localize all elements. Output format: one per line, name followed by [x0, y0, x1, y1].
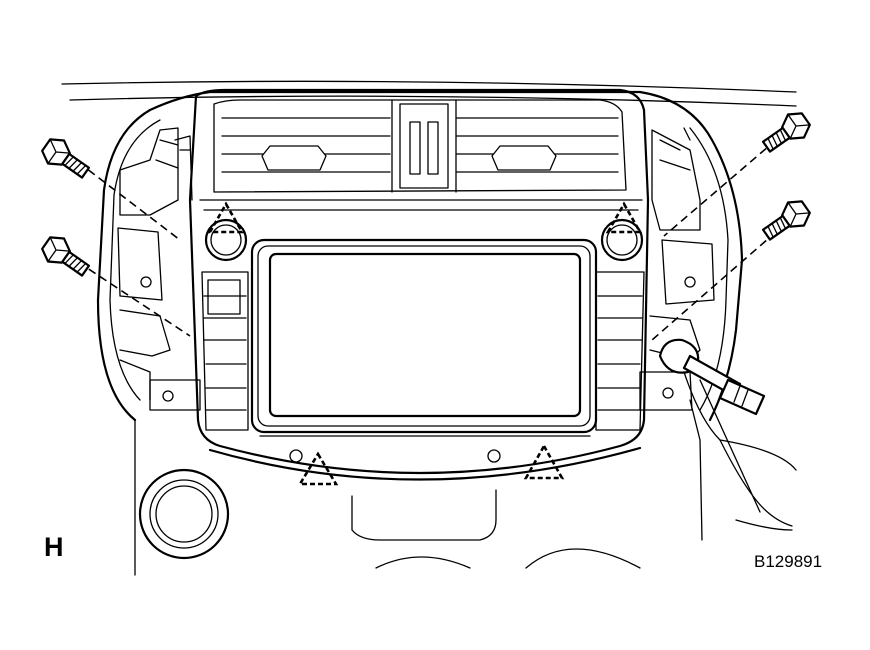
left-bracket	[117, 127, 201, 411]
air-vent-grille	[213, 99, 627, 193]
dashed-triangle-clip-marker-icon	[605, 201, 643, 234]
dashed-triangle-clip-marker-icon	[523, 443, 565, 480]
lower-console	[375, 439, 797, 569]
center-panel	[188, 88, 650, 475]
lower-panel-lip	[208, 446, 642, 541]
dashboard-top-edges	[61, 80, 797, 107]
left-button-stack	[201, 271, 249, 431]
round-vent	[138, 468, 230, 560]
bolt-icon	[761, 200, 811, 241]
bolt-leader-lines	[77, 139, 777, 341]
dashed-triangle-clip-marker-icon	[297, 451, 339, 486]
right-button-stack	[595, 271, 645, 431]
screwdriver-tool-icon	[658, 338, 793, 527]
bolt-icon	[41, 138, 91, 179]
clip-markers	[207, 201, 643, 486]
bolt-icon	[41, 236, 91, 277]
display-screen	[250, 238, 598, 437]
knobs	[204, 218, 644, 262]
view-letter-label: H	[44, 532, 64, 562]
bolt-icon	[761, 112, 811, 153]
illustration-code-label: B129891	[754, 552, 823, 571]
dashed-triangle-clip-marker-icon	[207, 201, 245, 234]
